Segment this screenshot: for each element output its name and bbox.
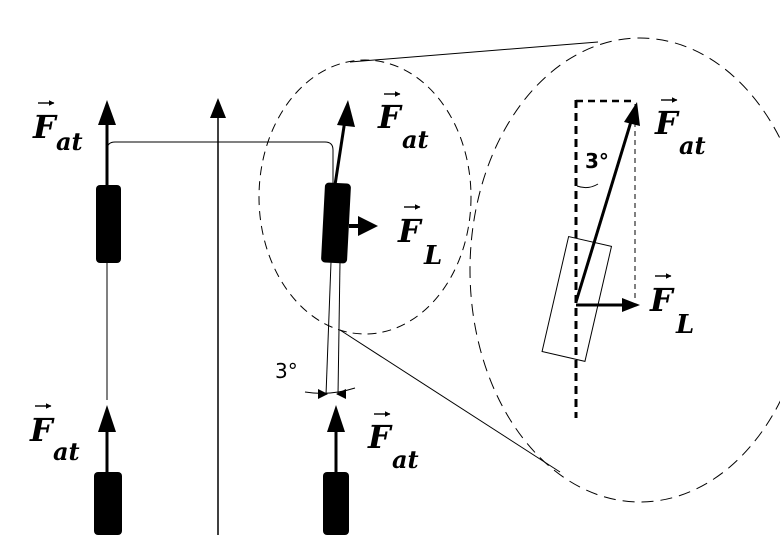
zoom-traction-vector (574, 114, 635, 303)
label-front-right-lateral: F L (397, 204, 442, 271)
detail-ellipse-small (258, 59, 472, 335)
svg-text:at: at (402, 125, 429, 154)
rear-right-traction-arrowhead (327, 405, 345, 432)
front-left-traction-arrowhead (98, 100, 116, 125)
rear-left-wheel (94, 472, 122, 535)
svg-text:F: F (649, 281, 675, 319)
svg-text:F: F (29, 411, 55, 449)
zoom-tangent-bottom (339, 329, 561, 473)
label-zoom-traction: F at (654, 97, 706, 160)
label-rear-right-traction: F at (367, 411, 419, 474)
label-rear-left-traction: F at (29, 403, 80, 466)
svg-text:at: at (56, 127, 83, 156)
angle-arc (304, 387, 356, 394)
svg-text:L: L (675, 310, 694, 340)
svg-text:L: L (423, 241, 442, 271)
label-front-left-traction: F at (32, 100, 83, 156)
centre-axis-arrowhead (210, 98, 226, 118)
svg-text:at: at (679, 131, 706, 160)
zoom-tangent-top (349, 41, 599, 63)
front-axle-frame (106, 141, 334, 185)
front-left-wheel (96, 185, 121, 263)
wheel-heading-line (325, 261, 332, 396)
zoom-angle-label: 3° (585, 149, 609, 173)
front-right-traction-arrowhead (337, 100, 355, 127)
svg-text:F: F (654, 104, 680, 142)
svg-text:F: F (32, 108, 58, 146)
rear-left-traction-arrowhead (98, 405, 116, 432)
svg-text:at: at (53, 437, 80, 466)
label-zoom-lateral: F L (649, 273, 694, 340)
angle-arc-arrow-left (318, 389, 328, 399)
front-right-wheel (321, 182, 351, 264)
zoom-angle-arc (576, 183, 599, 189)
detail-ellipse-large (469, 37, 780, 503)
svg-text:at: at (392, 445, 419, 474)
front-right-lateral-arrowhead (358, 216, 378, 236)
label-front-right-traction: F at (377, 91, 429, 154)
angle-arc-arrow-right (336, 389, 346, 399)
svg-text:F: F (367, 418, 393, 456)
zoom-lateral-arrowhead (622, 298, 640, 312)
angle-label: 3° (275, 359, 298, 383)
wheel-reference-line (337, 261, 341, 396)
zoom-traction-arrowhead (624, 102, 640, 126)
svg-text:F: F (377, 98, 403, 136)
rear-right-wheel (323, 472, 349, 535)
front-right-traction-vector (333, 119, 347, 186)
svg-text:F: F (397, 212, 423, 250)
